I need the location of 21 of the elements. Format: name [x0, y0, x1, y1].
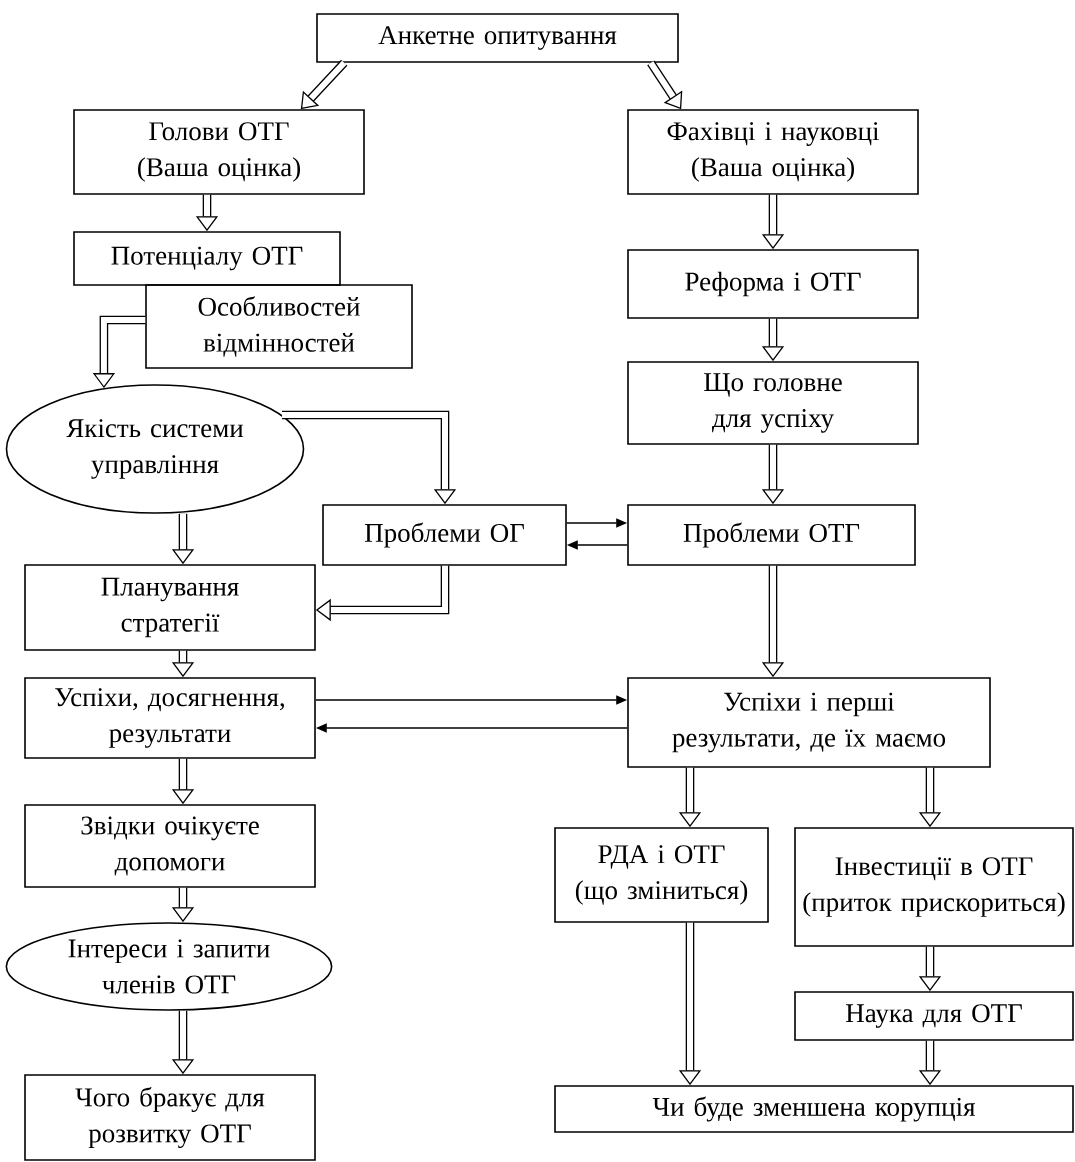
- process-box: Фахівці і науковці (Ваша оцінка): [627, 109, 919, 195]
- oval-node: Інтереси і запити членів ОТГ: [5, 922, 333, 1011]
- process-box: Чого бракує для розвитку ОТГ: [24, 1074, 316, 1161]
- process-box: Голови ОТГ (Ваша оцінка): [73, 109, 365, 195]
- process-box: Наука для ОТГ: [794, 991, 1074, 1041]
- process-box: Успіхи і перші результати, де їх маємо: [627, 677, 991, 768]
- block-arrow: [300, 59, 348, 110]
- process-box: РДА і ОТГ (що зміниться): [554, 827, 769, 923]
- oval-node: Якість системи управління: [5, 384, 305, 514]
- process-box: Успіхи, досягнення, результати: [24, 677, 316, 759]
- process-box: Проблеми ОТГ: [627, 504, 916, 566]
- process-box: Що головне для успіху: [627, 361, 919, 445]
- process-box: Планування стратегії: [24, 564, 316, 651]
- process-box: Звідки очікуєте допомоги: [24, 804, 316, 888]
- process-box: Реформа і ОТГ: [627, 249, 919, 319]
- process-box: Чи буде зменшена корупція: [554, 1085, 1074, 1133]
- process-box: Інвестиції в ОТГ (приток прискориться): [794, 827, 1074, 947]
- process-box: Проблеми ОГ: [322, 504, 567, 566]
- process-box: Потенціалу ОТГ: [73, 231, 341, 286]
- process-box: Анкетне опитування: [316, 13, 679, 63]
- process-box: Особливостей відмінностей: [145, 284, 413, 369]
